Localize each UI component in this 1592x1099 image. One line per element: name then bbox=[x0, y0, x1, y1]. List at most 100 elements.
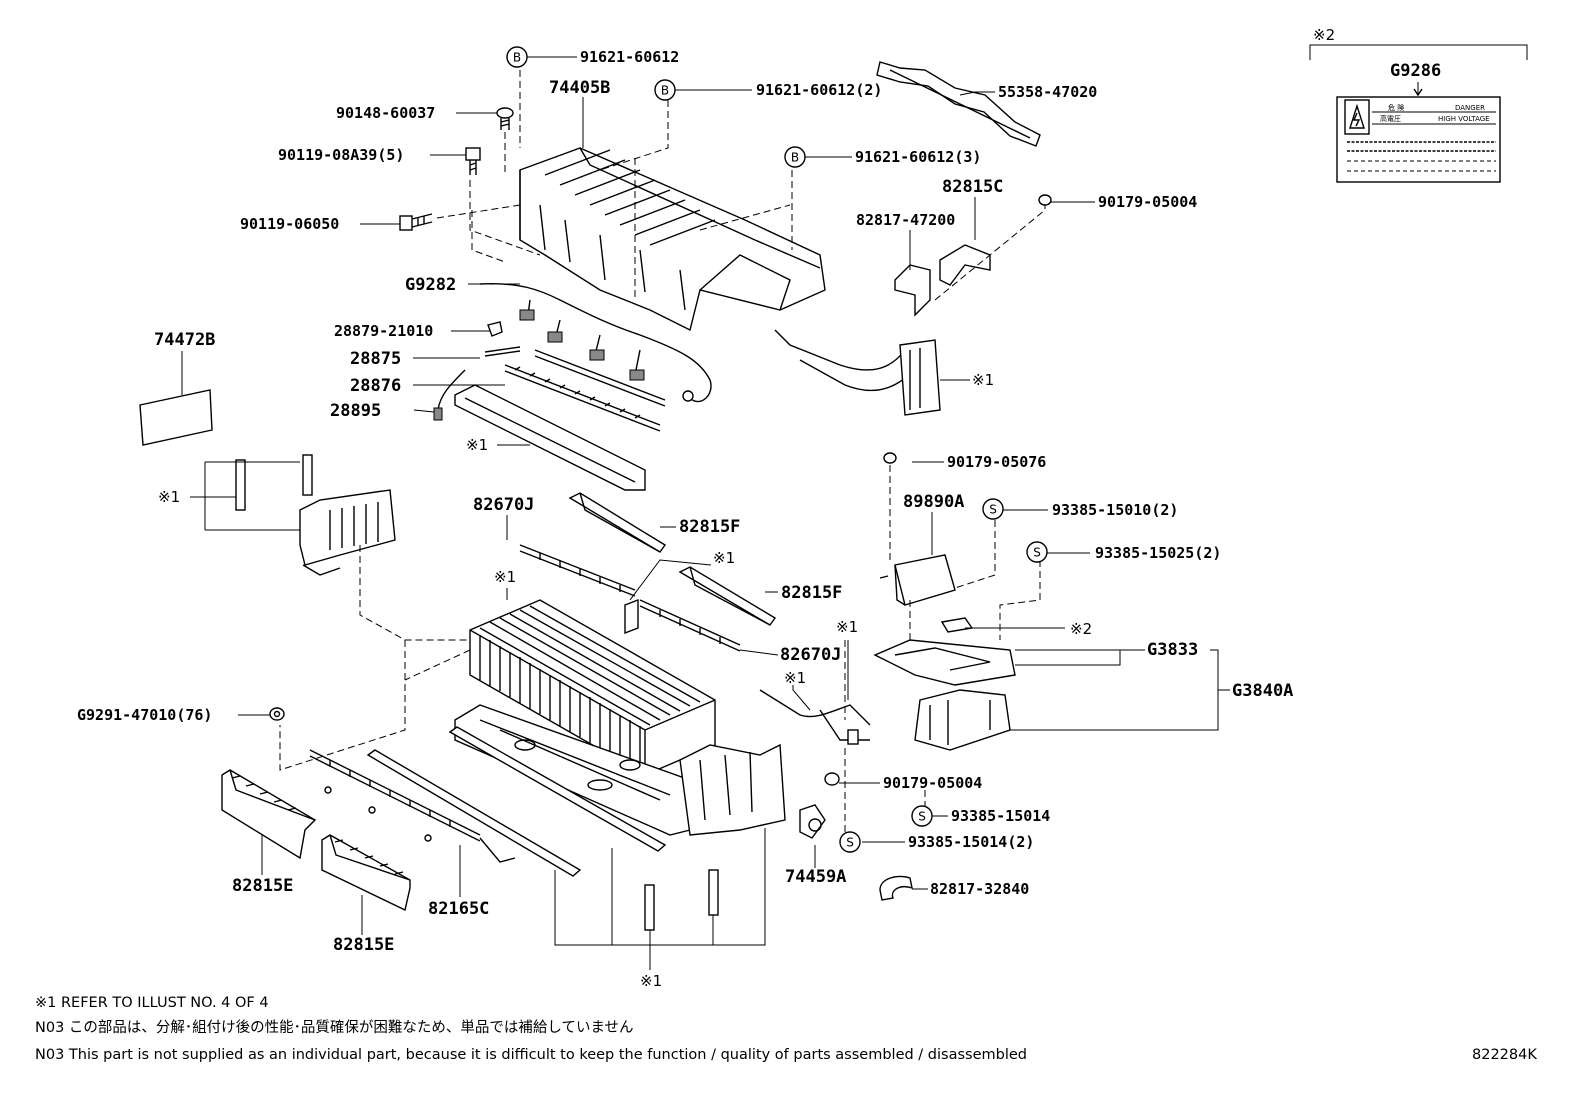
footnotes: ※1 REFER TO ILLUST NO. 4 OF 4 N03 この部品は、… bbox=[35, 995, 1537, 1063]
circle-mark-b2: B bbox=[661, 84, 669, 98]
label-G3840A: G3840A bbox=[1232, 681, 1293, 701]
battery-cells bbox=[479, 605, 701, 772]
wires-ref1-center bbox=[759, 689, 871, 745]
clip-28879-21010 bbox=[487, 321, 503, 337]
label-82815C: 82815C bbox=[942, 177, 1003, 197]
bracket-82817-47200 bbox=[894, 264, 931, 317]
strip-28876 bbox=[504, 349, 666, 432]
circle-mark-b1: B bbox=[513, 51, 521, 65]
plug-74459A bbox=[799, 804, 826, 839]
phantom-lines bbox=[279, 70, 1046, 840]
circle-mark-s3: S bbox=[918, 810, 926, 824]
cover-82815E-a bbox=[221, 769, 317, 860]
cover-82815F-upper bbox=[568, 492, 667, 553]
label-82815E-b: 82815E bbox=[333, 935, 394, 955]
label-91621-60612: 91621-60612 bbox=[580, 48, 679, 66]
label-G9282: G9282 bbox=[405, 275, 456, 295]
warning-hv-jp: 高電圧 bbox=[1380, 114, 1401, 123]
note-n03-en: N03 This part is not supplied as an indi… bbox=[35, 1047, 1027, 1063]
label-82817-47200: 82817-47200 bbox=[856, 211, 955, 229]
ecu-89890A bbox=[879, 554, 956, 606]
rod-28875 bbox=[484, 346, 521, 357]
label-ref1-bottom: ※1 bbox=[640, 972, 662, 990]
part-labels: 91621-60612 74405B 91621-60612(2) 55358-… bbox=[77, 26, 1441, 990]
nut-90179-05076 bbox=[883, 452, 897, 464]
label-90119-06050: 90119-06050 bbox=[240, 215, 339, 233]
warning-danger-en: DANGER bbox=[1455, 104, 1485, 112]
label-G3833: G3833 bbox=[1147, 640, 1198, 660]
note-n03-jp: N03 この部品は、分解･組付け後の性能･品質確保が困難なため、単品では補給して… bbox=[35, 1018, 634, 1036]
lower-tray bbox=[454, 704, 786, 836]
illustration-id: 822284K bbox=[1472, 1047, 1537, 1063]
busbar-82165C bbox=[309, 749, 516, 863]
label-91621-60612-2: 91621-60612(2) bbox=[756, 81, 882, 99]
label-ref1-frame: ※1 bbox=[466, 436, 488, 454]
label-74472B: 74472B bbox=[154, 330, 215, 350]
upper-cover-74405B bbox=[519, 147, 826, 332]
label-82670J-lower: 82670J bbox=[780, 645, 841, 665]
label-28879-21010: 28879-21010 bbox=[334, 322, 433, 340]
end-plate-ref1 bbox=[235, 454, 396, 576]
label-28895: 28895 bbox=[330, 401, 381, 421]
long-bars bbox=[366, 726, 667, 877]
circle-mark-s4: S bbox=[846, 836, 854, 850]
label-82815F-lower: 82815F bbox=[781, 583, 842, 603]
junction-block-G3840A bbox=[914, 689, 1011, 751]
label-ref1-wire-a: ※1 bbox=[836, 618, 858, 636]
warning-hv-en: HIGH VOLTAGE bbox=[1438, 115, 1490, 123]
label-74472B bbox=[139, 389, 213, 446]
label-82165C: 82165C bbox=[428, 899, 489, 919]
circle-mark-s1: S bbox=[989, 503, 997, 517]
sensor-28895 bbox=[433, 369, 466, 421]
label-93385-15014: 93385-15014 bbox=[951, 807, 1050, 825]
label-90148-60037: 90148-60037 bbox=[336, 104, 435, 122]
label-28876: 28876 bbox=[350, 376, 401, 396]
label-ref1-stack: ※1 bbox=[494, 568, 516, 586]
label-55358-47020: 55358-47020 bbox=[998, 83, 1097, 101]
label-G9291-47010: G9291-47010(76) bbox=[77, 706, 212, 724]
label-93385-15010: 93385-15010(2) bbox=[1052, 501, 1178, 519]
holder-82670J-lower bbox=[624, 598, 741, 652]
label-82817-32840: 82817-32840 bbox=[930, 880, 1029, 898]
label-ref1-wire-b: ※1 bbox=[784, 669, 806, 687]
label-89890A: 89890A bbox=[903, 492, 964, 512]
label-28875: 28875 bbox=[350, 349, 401, 369]
clamp-82817-32840 bbox=[879, 875, 913, 901]
bolt-90148-60037 bbox=[496, 107, 514, 130]
label-82815F-upper: 82815F bbox=[679, 517, 740, 537]
label-ref1-holder: ※1 bbox=[713, 549, 735, 567]
warning-danger-jp: 危 険 bbox=[1388, 103, 1404, 112]
label-ref2-box: ※2 bbox=[1313, 26, 1335, 44]
label-ref1-wiring: ※1 bbox=[972, 371, 994, 389]
bolt-90119-06050 bbox=[399, 213, 433, 231]
rods-ref1-bottom bbox=[644, 869, 719, 931]
label-90179-05076: 90179-05076 bbox=[947, 453, 1046, 471]
cover-82815E-b bbox=[321, 834, 411, 912]
label-82670J-upper: 82670J bbox=[473, 495, 534, 515]
bolt-90119-08A39 bbox=[465, 147, 481, 175]
nut-G9291 bbox=[269, 707, 285, 721]
leader-lines bbox=[181, 56, 1230, 970]
label-G9286: G9286 bbox=[1390, 61, 1441, 81]
label-74459A: 74459A bbox=[785, 867, 846, 887]
bracket-55358-47020 bbox=[876, 61, 1041, 147]
label-74405B: 74405B bbox=[549, 78, 610, 98]
warning-label-text: 危 険 DANGER 高電圧 HIGH VOLTAGE bbox=[1380, 103, 1490, 123]
harness-G9282 bbox=[479, 282, 712, 403]
label-ref1-plate: ※1 bbox=[158, 488, 180, 506]
circle-mark-b3: B bbox=[791, 151, 799, 165]
label-ref2-cover: ※2 bbox=[1070, 620, 1092, 638]
note-ref1: ※1 REFER TO ILLUST NO. 4 OF 4 bbox=[35, 995, 269, 1011]
wiring-ref1-right bbox=[774, 329, 941, 416]
label-91621-60612-3: 91621-60612(3) bbox=[855, 148, 981, 166]
circle-mark-s2: S bbox=[1033, 546, 1041, 560]
label-90119-08A39: 90119-08A39(5) bbox=[278, 146, 404, 164]
label-90179-05004-top: 90179-05004 bbox=[1098, 193, 1197, 211]
label-93385-15025: 93385-15025(2) bbox=[1095, 544, 1221, 562]
holder-82670J-upper bbox=[519, 544, 636, 597]
warning-label-box bbox=[1309, 44, 1528, 183]
cover-ribs bbox=[544, 149, 716, 246]
nut-90179-05004-top bbox=[1038, 194, 1052, 206]
circle-marks: B B B S S S S bbox=[506, 46, 1048, 853]
